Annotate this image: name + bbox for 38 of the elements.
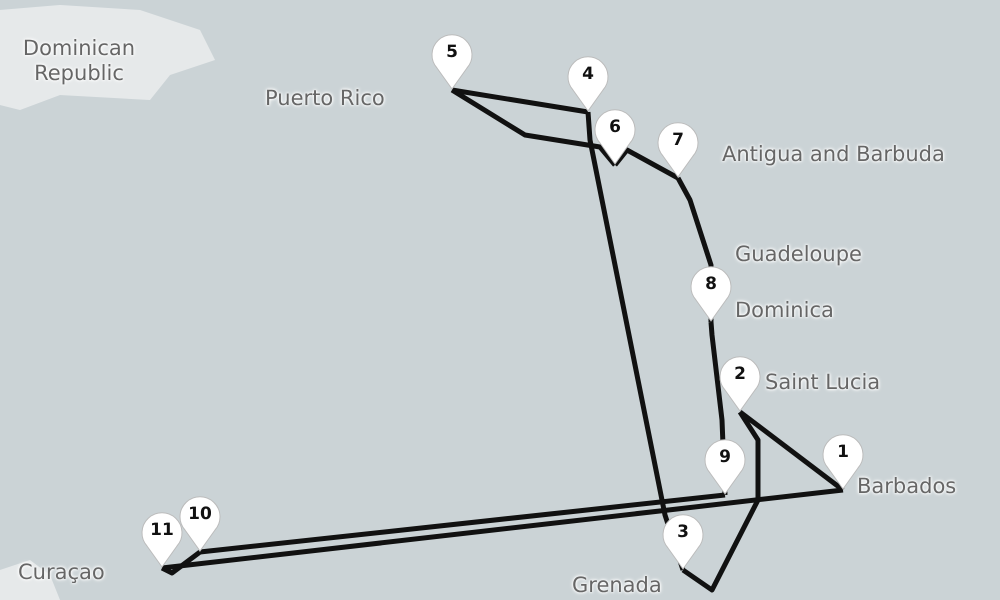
- route-line: [200, 492, 726, 554]
- place-name: Grenada: [572, 573, 662, 598]
- place-name: Dominican Republic: [22, 36, 136, 86]
- place-name: Antigua and Barbuda: [722, 142, 945, 167]
- route-line: [450, 88, 617, 167]
- route-line: [586, 112, 686, 571]
- stop-number: 1: [836, 442, 850, 462]
- stop-number: 6: [608, 117, 622, 137]
- map-pin: [567, 54, 609, 112]
- map-pin: [657, 120, 699, 178]
- map-pin: [431, 32, 473, 90]
- stop-number: 3: [676, 522, 690, 542]
- route-line: [452, 88, 588, 114]
- route-line: [160, 550, 202, 576]
- place-name: Saint Lucia: [765, 370, 880, 395]
- place-name: Curaçao: [18, 560, 105, 585]
- stop-number: 7: [671, 130, 685, 150]
- route-line: [613, 148, 680, 180]
- map-pin: [662, 512, 704, 570]
- map-pin: [719, 354, 761, 412]
- stop-number: 2: [733, 364, 747, 384]
- place-name: Barbados: [857, 474, 956, 499]
- place-name: Guadeloupe: [735, 242, 862, 267]
- route-line: [682, 410, 760, 592]
- stop-number: 10: [187, 504, 213, 524]
- stop-number: 11: [149, 520, 175, 540]
- place-name: Dominica: [735, 298, 834, 323]
- map-pin: [179, 494, 221, 552]
- map-pin: [141, 510, 183, 568]
- stop-number: 5: [445, 42, 459, 62]
- stop-number: 4: [581, 64, 595, 84]
- route-line: [162, 488, 844, 570]
- map-pin: [690, 264, 732, 322]
- place-name: Puerto Rico: [265, 86, 385, 111]
- stop-number: 9: [718, 447, 732, 467]
- stop-number: 8: [704, 274, 718, 294]
- map-pin: [704, 437, 746, 495]
- map-pin: [594, 107, 636, 165]
